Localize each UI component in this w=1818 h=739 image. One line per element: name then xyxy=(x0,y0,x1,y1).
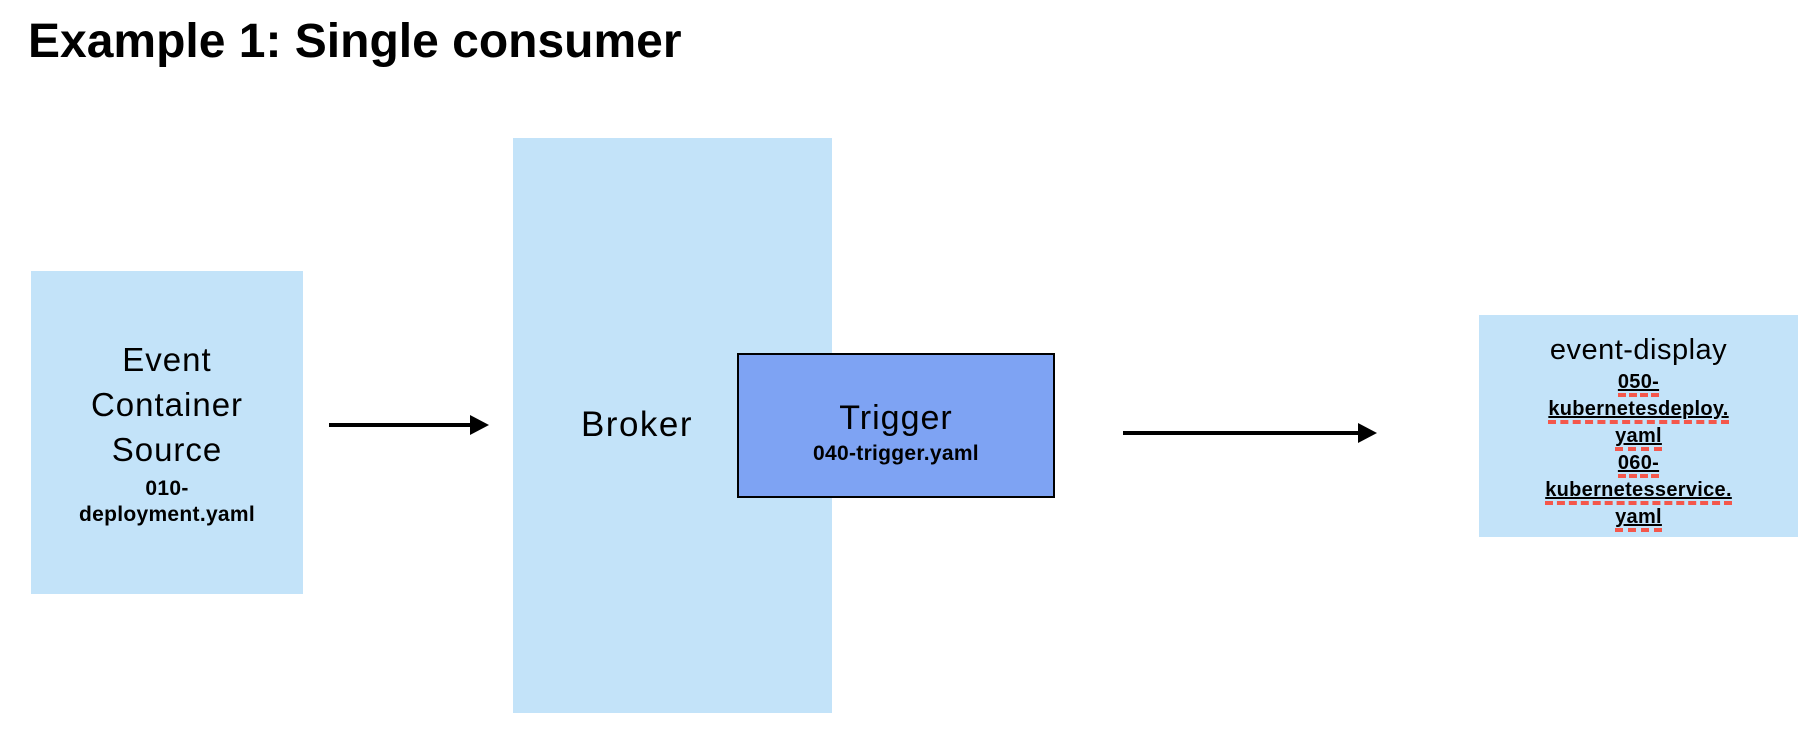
source-label: Event Container Source xyxy=(91,337,243,472)
arrow-shaft xyxy=(1123,431,1361,435)
underlined-file-text: kubernetesdeploy. xyxy=(1548,399,1729,424)
arrow-head xyxy=(470,415,489,435)
arrow-shaft xyxy=(329,423,473,427)
event-display-file-line: kubernetesservice. xyxy=(1545,478,1732,505)
source-file-line: deployment.yaml xyxy=(78,503,256,526)
source-file-line: 010- xyxy=(145,477,189,500)
trigger-label: Trigger xyxy=(839,398,953,437)
event-display-file-line: yaml xyxy=(1615,505,1662,532)
trigger-file-label: 040-trigger.yaml xyxy=(813,441,979,465)
underlined-file-text: 060- xyxy=(1617,453,1660,478)
trigger-node: Trigger 040-trigger.yaml xyxy=(737,353,1055,498)
source-file-label: 010- deployment.yaml xyxy=(79,476,255,528)
arrow-broker-to-event-display xyxy=(1123,423,1377,443)
page-title: Example 1: Single consumer xyxy=(28,15,682,68)
source-label-line: Container xyxy=(90,386,244,423)
underlined-file-text: yaml xyxy=(1615,507,1662,532)
arrow-head xyxy=(1358,423,1377,443)
underlined-file-text: yaml xyxy=(1615,426,1662,451)
event-display-file-line: 060- xyxy=(1617,451,1660,478)
event-container-source-node: Event Container Source 010- deployment.y… xyxy=(31,271,303,594)
event-display-file-line: 050- xyxy=(1617,370,1660,397)
source-label-line: Event xyxy=(122,341,212,378)
underlined-file-text: kubernetesservice. xyxy=(1545,480,1732,505)
broker-label: Broker xyxy=(580,405,694,444)
underlined-file-text: 050- xyxy=(1617,372,1660,397)
arrow-source-to-broker xyxy=(329,415,489,435)
event-display-file-line: yaml xyxy=(1615,424,1662,451)
event-display-label: event-display xyxy=(1549,334,1728,366)
event-display-node: event-display 050- kubernetesdeploy. yam… xyxy=(1479,315,1798,537)
event-display-file-line: kubernetesdeploy. xyxy=(1548,397,1729,424)
source-label-line: Source xyxy=(111,431,223,468)
